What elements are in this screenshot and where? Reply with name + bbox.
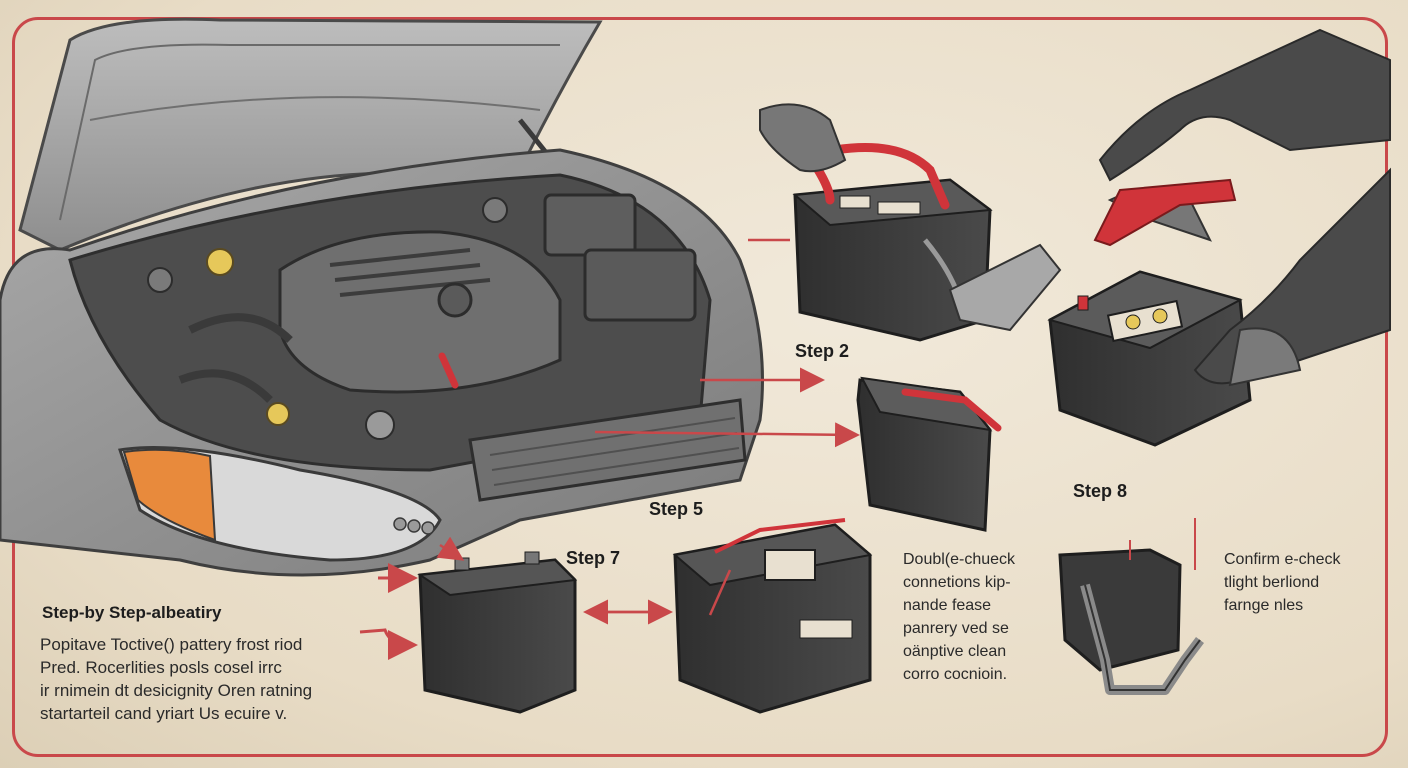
note-middle-line: panrery ved se <box>903 620 1009 637</box>
note-right-line: Confirm e-check <box>1224 551 1341 568</box>
step-2-label: Step 2 <box>795 341 850 361</box>
intro-text: Popitave Toctive() pattery frost riod Pr… <box>40 633 312 725</box>
battery-center <box>672 518 873 714</box>
intro-line: Pred. Rocerlities posls cosel irrc <box>40 658 282 677</box>
intro-line: ir rnimein dt desicignity Oren ratning <box>40 681 313 700</box>
note-middle: Doubl(e-chueck connetions kip- nande fea… <box>903 548 1015 686</box>
note-right-line: tlight berliond <box>1224 574 1320 591</box>
note-right: Confirm e-check tlight berliond farnge n… <box>1224 548 1340 617</box>
step-8-label: Step 8 <box>1073 481 1128 501</box>
note-middle-line: connetions kip- <box>903 574 1011 591</box>
note-middle-line: corro cocnioin. <box>903 666 1008 683</box>
intro-line: Popitave Toctive() pattery frost riod <box>40 635 303 654</box>
note-middle-line: nande fease <box>903 597 992 614</box>
note-middle-line: Doubl(e-chueck <box>903 551 1016 568</box>
hold-down-bracket <box>1058 518 1204 695</box>
step-7-label: Step 7 <box>566 548 621 568</box>
engine-cover <box>278 230 562 394</box>
battery-top-right <box>1047 28 1391 447</box>
battery-bottom-left <box>417 551 578 714</box>
battery-top <box>759 103 1062 342</box>
intro-heading: Step-by Step-albeatiry <box>42 603 222 622</box>
fuse-box <box>543 193 637 257</box>
note-middle-line: oänptive clean <box>903 643 1007 660</box>
note-right-line: farnge nles <box>1224 597 1304 614</box>
headlight-amber <box>122 448 217 542</box>
battery-step2 <box>856 376 1002 532</box>
car <box>0 17 764 577</box>
intro-line: startarteil cand yriart Us ecuire v. <box>40 704 288 723</box>
step-5-label: Step 5 <box>649 499 704 519</box>
callout-arrows <box>359 238 860 660</box>
